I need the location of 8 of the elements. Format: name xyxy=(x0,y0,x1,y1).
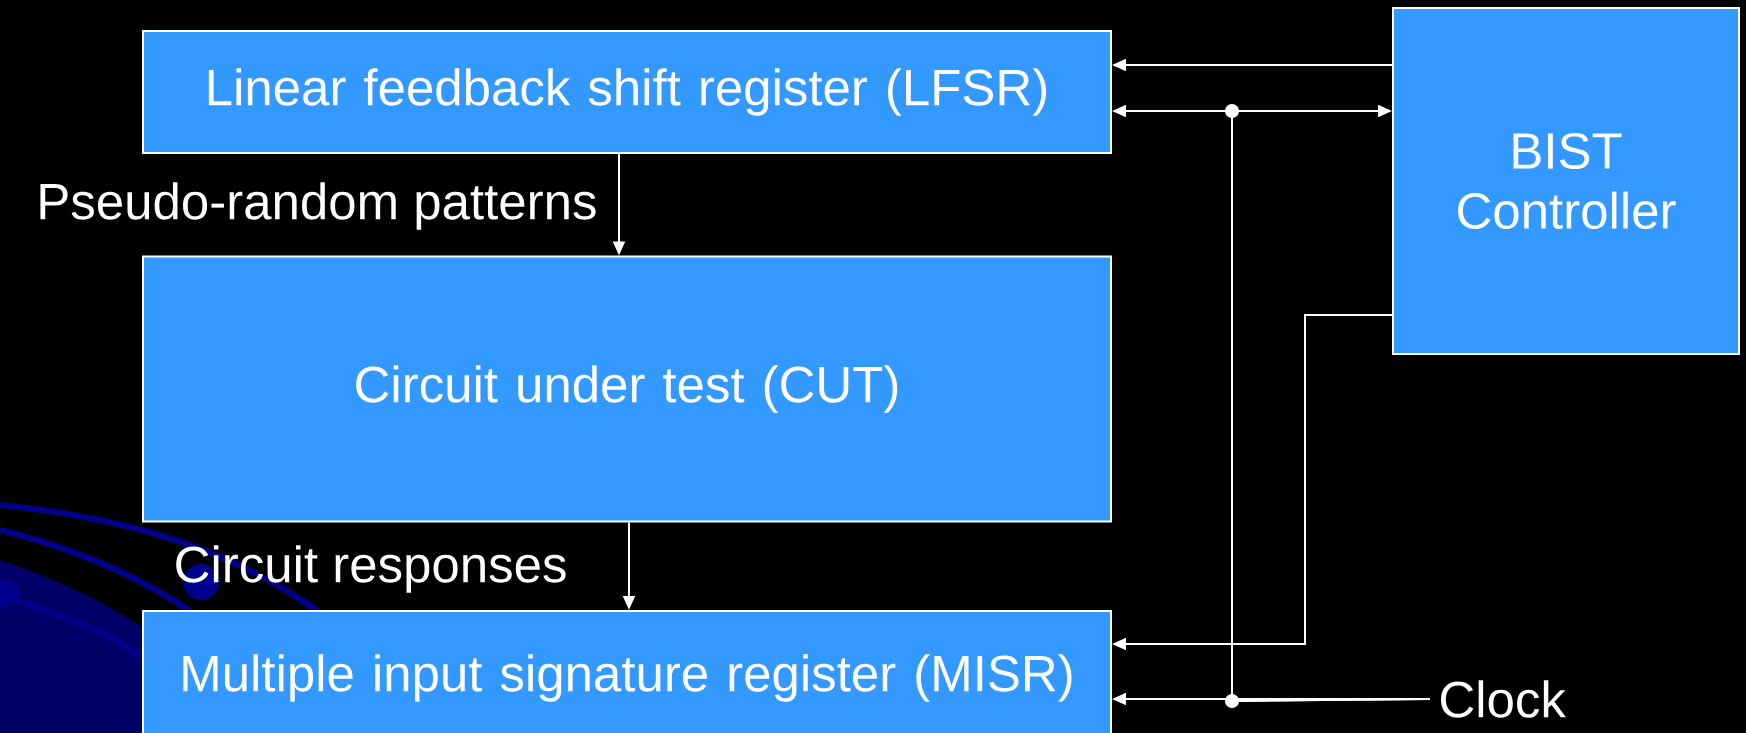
edge-label: Pseudo-random patterns xyxy=(40,182,596,230)
signal-label: Clock xyxy=(1441,680,1566,718)
process-box: BIST Controller xyxy=(1392,7,1740,355)
process-box: Circuit under test (CUT) xyxy=(142,255,1112,523)
process-box: Linear feedback shift register (LFSR) xyxy=(142,30,1112,154)
edge-label: Circuit responses xyxy=(176,545,566,593)
arrow xyxy=(1231,104,1431,702)
process-box: Multiple input signature register (MISR) xyxy=(142,610,1112,733)
